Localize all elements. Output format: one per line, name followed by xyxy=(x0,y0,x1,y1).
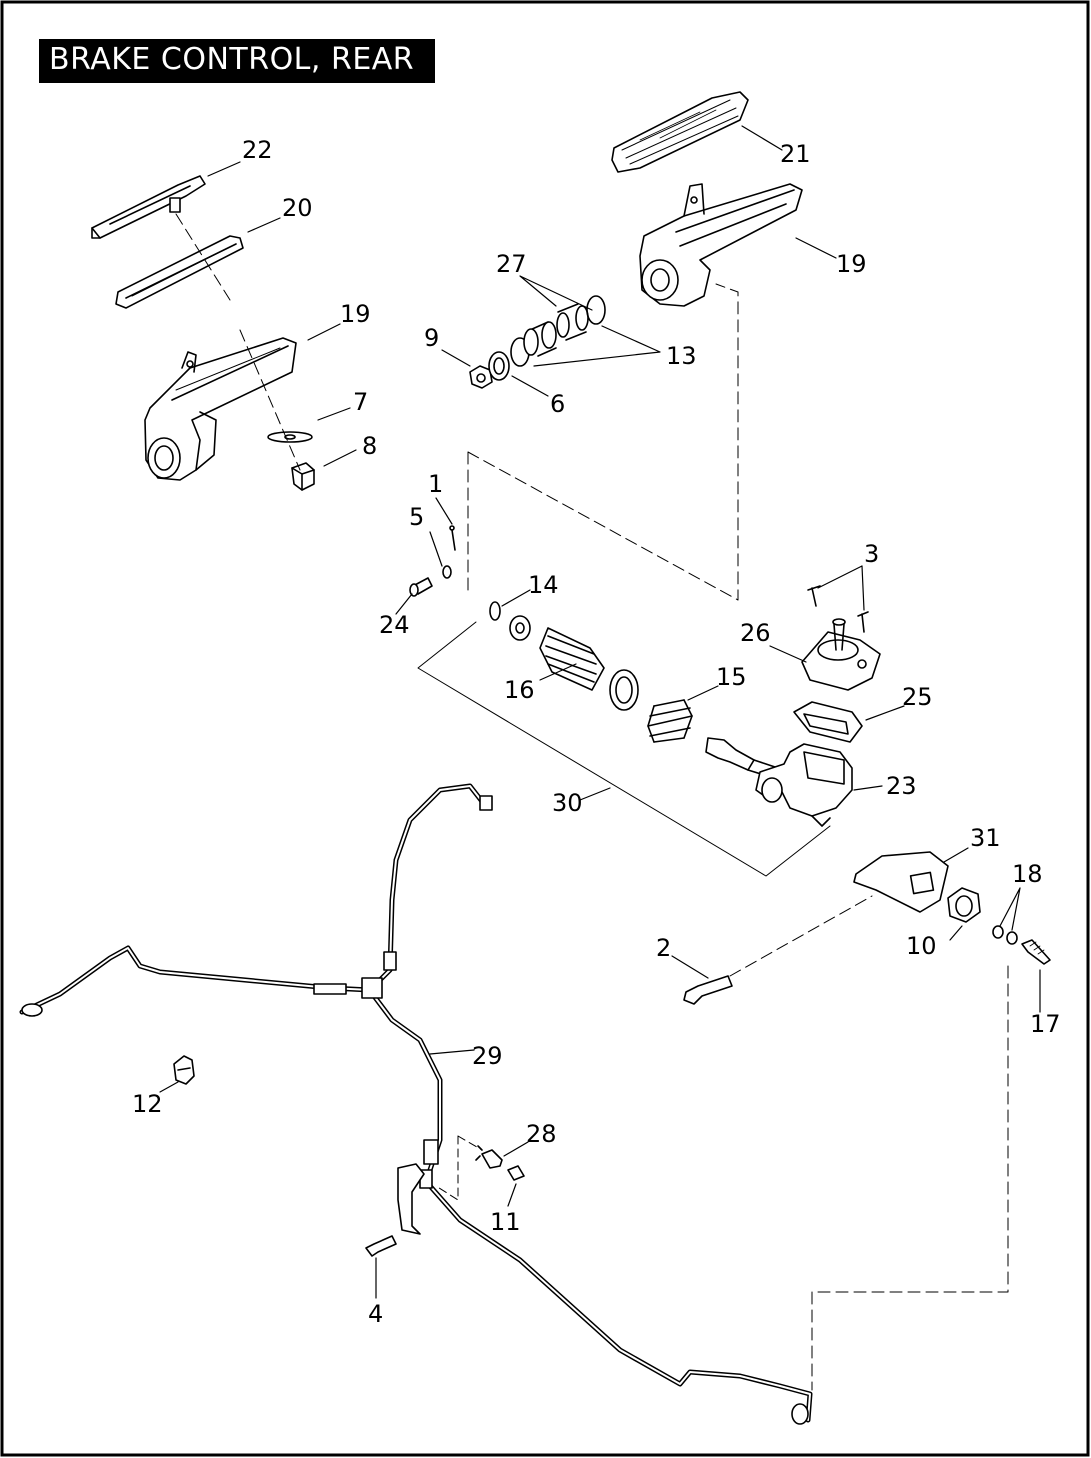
screws-3 xyxy=(807,585,869,633)
callout-27: 27 xyxy=(496,250,527,278)
spring-15 xyxy=(647,699,693,743)
master-cylinder-23 xyxy=(755,743,853,827)
callout-17: 17 xyxy=(1030,1010,1061,1038)
washer-near-14 xyxy=(509,615,531,641)
cotter-pin-1 xyxy=(449,525,456,551)
callout-23: 23 xyxy=(886,772,917,800)
pedal-pad-20 xyxy=(115,235,244,309)
brake-pedal-19-right xyxy=(639,183,803,307)
assembly-line-left-pedal xyxy=(175,213,301,471)
callout-18: 18 xyxy=(1012,860,1043,888)
assembly-line-bolt-17 xyxy=(811,965,1009,1391)
pedal-pad-22 xyxy=(91,175,206,239)
reservoir-cover-26 xyxy=(801,618,881,691)
callout-1: 1 xyxy=(428,470,443,498)
screw-4 xyxy=(365,1235,397,1257)
callout-15: 15 xyxy=(716,663,747,691)
terminal-11 xyxy=(507,1165,525,1181)
callout-19-right: 19 xyxy=(836,250,867,278)
callout-14: 14 xyxy=(528,571,559,599)
assembly-line-switch xyxy=(435,1135,483,1201)
callout-10: 10 xyxy=(906,932,937,960)
callout-4: 4 xyxy=(368,1300,383,1328)
pivot-hardware xyxy=(469,295,606,389)
bolt-2 xyxy=(683,975,733,1005)
callout-2: 2 xyxy=(656,934,671,962)
line-bracket xyxy=(397,1163,425,1235)
seal-ring xyxy=(609,669,639,711)
brake-pedal-19-left xyxy=(144,337,297,481)
callout-6: 6 xyxy=(550,390,565,418)
nut-10 xyxy=(947,887,981,923)
gasket-25 xyxy=(793,701,863,743)
callout-31: 31 xyxy=(970,824,1001,852)
diagram-title: BRAKE CONTROL, REAR xyxy=(49,42,415,77)
callout-13: 13 xyxy=(666,342,697,370)
bracket-31 xyxy=(853,851,949,913)
callout-28: 28 xyxy=(526,1120,557,1148)
callout-8: 8 xyxy=(362,432,377,460)
clip-12 xyxy=(173,1055,195,1085)
group-line-30 xyxy=(417,621,831,877)
brake-line-fittings xyxy=(21,795,809,1425)
washer-7 xyxy=(267,431,313,443)
callout-19-left: 19 xyxy=(340,300,371,328)
callout-24: 24 xyxy=(379,611,410,639)
retaining-ring-14 xyxy=(489,601,501,621)
callout-26: 26 xyxy=(740,619,771,647)
callout-22: 22 xyxy=(242,136,273,164)
bolt-17 xyxy=(1021,939,1051,965)
callout-20: 20 xyxy=(282,194,313,222)
assembly-line-bolt-2 xyxy=(729,895,873,977)
callout-29: 29 xyxy=(472,1042,503,1070)
callout-3: 3 xyxy=(864,540,879,568)
callout-9: 9 xyxy=(424,324,439,352)
nut-8 xyxy=(291,462,315,491)
diagram-title-box: BRAKE CONTROL, REAR xyxy=(39,39,435,83)
pedal-pad-21 xyxy=(611,91,749,173)
washer-5 xyxy=(442,565,452,579)
callout-21: 21 xyxy=(780,140,811,168)
callout-7: 7 xyxy=(353,388,368,416)
callout-30: 30 xyxy=(552,789,583,817)
leader-lines xyxy=(159,125,1041,1299)
brake-switch-28 xyxy=(475,1145,503,1169)
boot-16 xyxy=(539,627,605,691)
callout-11: 11 xyxy=(490,1208,521,1236)
assembly-line-pivot xyxy=(467,283,739,601)
callout-12: 12 xyxy=(132,1090,163,1118)
clevis-pin-24 xyxy=(409,577,433,597)
washers-18 xyxy=(992,925,1018,945)
callout-16: 16 xyxy=(504,676,535,704)
callout-labels: 1 2 3 4 5 6 7 8 9 10 11 12 13 14 15 16 1… xyxy=(132,136,1061,1328)
callout-5: 5 xyxy=(409,503,424,531)
callout-25: 25 xyxy=(902,683,933,711)
